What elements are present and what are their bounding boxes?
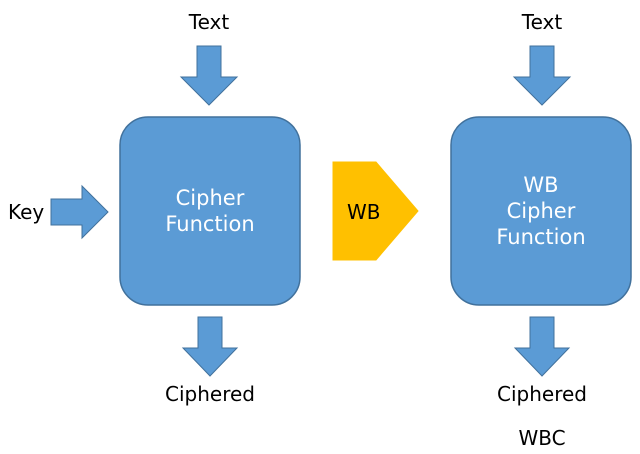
ciphered-output-arrow-icon bbox=[181, 316, 239, 377]
wb-cipher-function-line1: WB bbox=[523, 173, 559, 197]
key-input-label: Key bbox=[8, 200, 45, 224]
cipher-function-box bbox=[119, 116, 301, 306]
ciphered-output-arrow-right-icon bbox=[513, 316, 571, 377]
wb-transform-label: WB bbox=[347, 200, 381, 224]
cipher-function-line1: Cipher bbox=[175, 186, 245, 210]
wbc-caption: WBC bbox=[518, 426, 566, 450]
text-input-arrow-icon bbox=[179, 45, 239, 106]
left-ciphered-output-label: Ciphered bbox=[165, 382, 255, 406]
wb-cipher-function-line2: Cipher bbox=[506, 199, 576, 223]
key-input-arrow-icon bbox=[50, 184, 109, 240]
cipher-function-label: Cipher Function bbox=[120, 185, 300, 237]
wb-cipher-function-box bbox=[450, 116, 632, 306]
left-text-input-label: Text bbox=[188, 10, 230, 34]
wb-transform-arrow-icon bbox=[332, 161, 419, 261]
cipher-function-line2: Function bbox=[165, 212, 255, 236]
right-ciphered-output-label: Ciphered bbox=[497, 382, 587, 406]
wb-cipher-function-line3: Function bbox=[496, 225, 586, 249]
right-text-input-label: Text bbox=[521, 10, 563, 34]
wb-cipher-function-label: WB Cipher Function bbox=[451, 172, 631, 250]
text-input-arrow-right-icon bbox=[512, 45, 572, 106]
